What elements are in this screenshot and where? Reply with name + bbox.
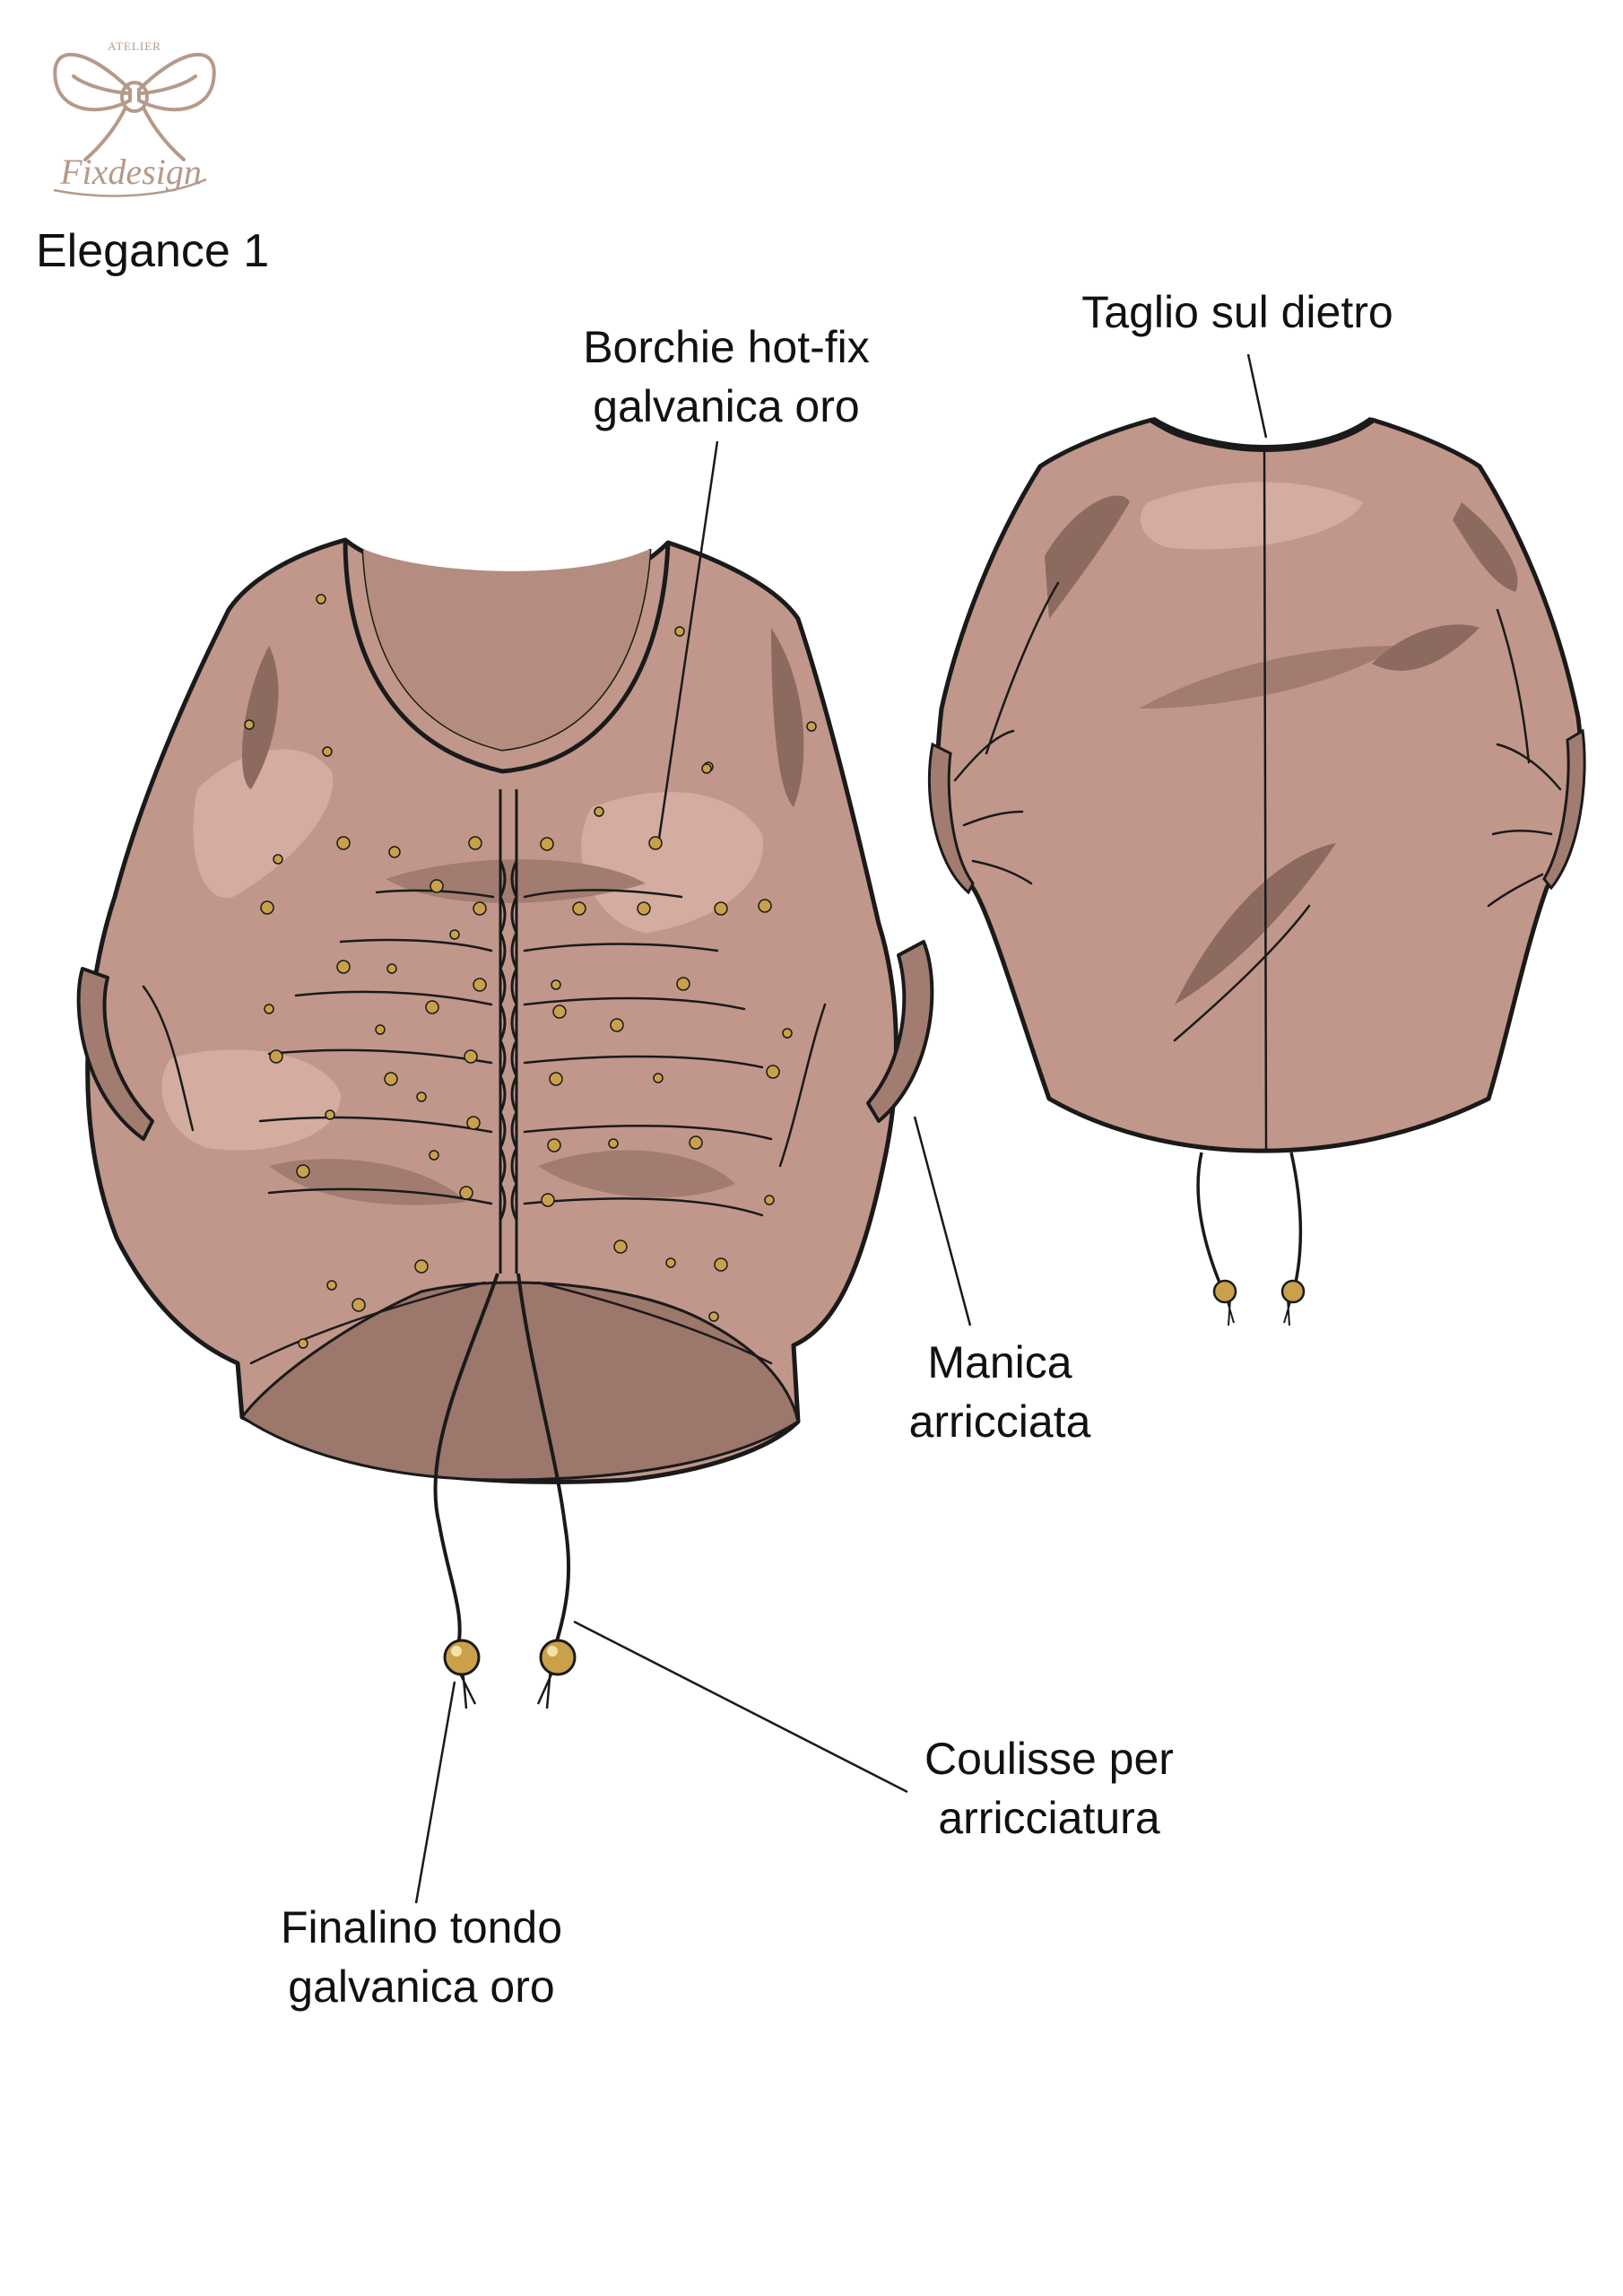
annotation-drawstring: Coulisse per arricciatura <box>897 1729 1202 1848</box>
front-end-bead-left-shine <box>451 1646 462 1657</box>
logo-swash <box>53 178 207 197</box>
back-view <box>927 416 1586 1326</box>
front-shadow <box>771 628 804 807</box>
annotation-studs: Borchie hot-fix galvanica oro <box>529 317 924 436</box>
bow-icon <box>53 52 216 161</box>
back-end-bead-right <box>1280 1279 1306 1304</box>
back-body <box>935 417 1584 1153</box>
annotation-back-seam: Taglio sul dietro <box>1031 283 1444 342</box>
front-end-bead-right-shine <box>547 1646 558 1657</box>
annotation-sleeve-line2: arricciata <box>908 1396 1091 1447</box>
back-drawstring-left <box>1196 1152 1221 1283</box>
front-highlight <box>161 1049 341 1151</box>
front-view <box>76 537 934 1709</box>
back-shadow <box>1453 502 1518 592</box>
annotation-drawstring-line2: arricciatura <box>938 1793 1160 1843</box>
back-right-sleeve-cuff <box>1542 728 1586 891</box>
annotation-end-bead: Finalino tondo galvanica oro <box>233 1898 610 2016</box>
front-inner-hem <box>239 1281 800 1482</box>
back-highlight <box>1140 482 1363 550</box>
back-shadow <box>1175 843 1336 1004</box>
annotation-sleeve-line1: Manica <box>927 1337 1072 1387</box>
front-end-bead-right <box>539 1639 577 1676</box>
front-right-sleeve-cuff <box>866 940 934 1123</box>
front-ruching <box>499 860 507 1221</box>
annotation-drawstring-line1: Coulisse per <box>924 1734 1174 1784</box>
annotation-end-bead-line2: galvanica oro <box>288 1961 555 2012</box>
front-drawstring-right <box>516 1273 571 1651</box>
back-left-sleeve-cuff <box>927 742 975 895</box>
leader-end-bead <box>414 1681 456 1904</box>
leader-sleeve <box>913 1116 972 1326</box>
back-shadow <box>1139 646 1399 709</box>
front-shadow <box>538 1150 735 1198</box>
brand-logo: ATELIER Fixdesign <box>53 39 216 197</box>
front-highlight <box>581 792 763 933</box>
front-end-bead-left <box>443 1639 481 1676</box>
annotation-studs-line1: Borchie hot-fix <box>583 322 870 372</box>
front-shadow <box>241 646 279 789</box>
leader-studs <box>657 440 719 839</box>
annotation-sleeve: Manica arricciata <box>870 1333 1130 1451</box>
annotation-back-seam-line1: Taglio sul dietro <box>1081 287 1393 337</box>
back-fold-lines <box>953 581 1562 1042</box>
back-drawstring-right <box>1289 1152 1303 1283</box>
front-neckline-band <box>343 539 671 774</box>
leader-drawstring <box>573 1620 908 1794</box>
front-left-sleeve-cuff <box>76 967 154 1141</box>
leader-back-seam <box>1246 353 1268 439</box>
front-studs <box>244 594 817 1349</box>
front-ruching <box>510 860 518 1221</box>
annotation-studs-line2: galvanica oro <box>593 381 860 431</box>
back-shadow <box>1045 495 1130 619</box>
annotation-end-bead-line1: Finalino tondo <box>280 1902 563 1952</box>
leader-lines <box>414 353 1268 1904</box>
front-neck-inside <box>363 549 650 750</box>
back-end-bead-left <box>1212 1279 1237 1304</box>
back-center-seam <box>1263 448 1268 1151</box>
brand-top-word: ATELIER <box>108 39 161 53</box>
back-shadow <box>1372 624 1480 671</box>
page-title: Elegance 1 <box>36 225 270 277</box>
front-drawstring-left <box>433 1273 499 1651</box>
front-highlight <box>193 749 334 899</box>
brand-name: Fixdesign <box>59 152 202 192</box>
